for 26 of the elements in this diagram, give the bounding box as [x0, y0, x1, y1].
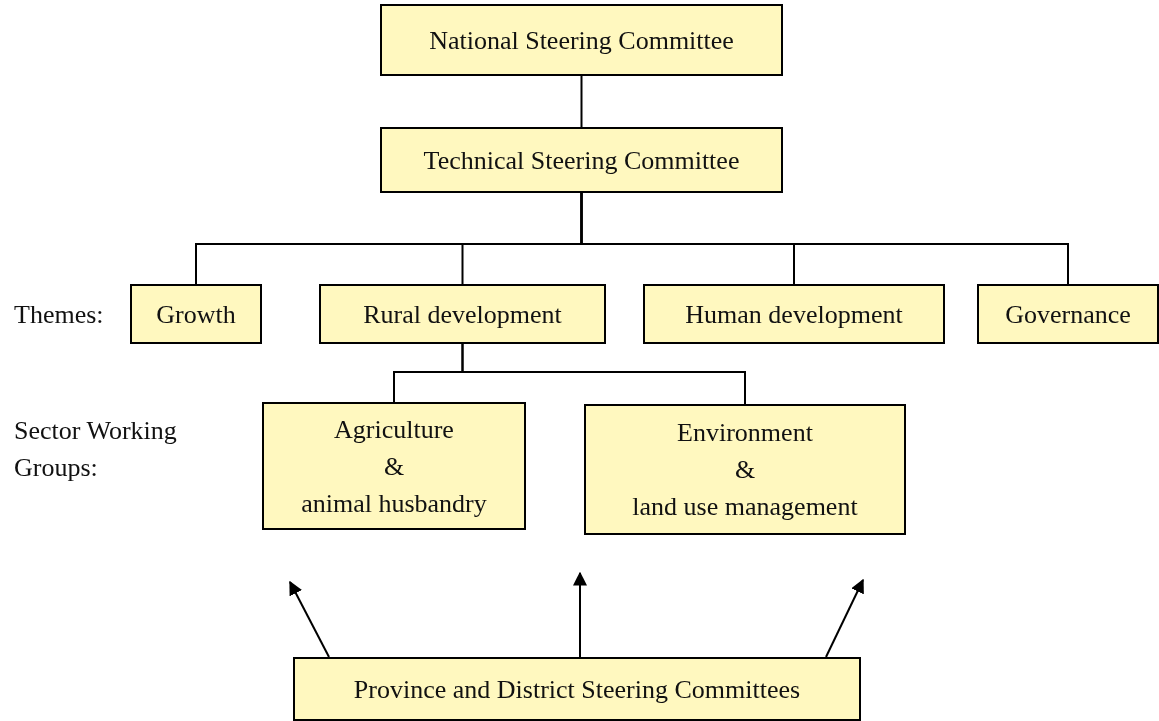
node-box	[380, 127, 783, 193]
node-box	[584, 404, 906, 535]
node-box	[643, 284, 945, 344]
row-label: Themes:	[14, 299, 105, 331]
arrow	[573, 571, 587, 658]
connector-line	[580, 75, 583, 128]
node-label: Growth	[156, 298, 236, 331]
node-label: Environment & land use management	[632, 417, 858, 523]
arrow	[289, 580, 330, 658]
row-label: Sector Working Groups:	[14, 415, 178, 484]
node-box	[977, 284, 1159, 344]
node-label: Province and District Steering Committees	[353, 673, 801, 706]
node-label: Agriculture & animal husbandry	[301, 413, 487, 520]
node-box	[380, 4, 783, 76]
connector-line	[461, 343, 746, 405]
node-box	[130, 284, 262, 344]
node-label: Governance	[1005, 298, 1131, 331]
arrow	[825, 578, 864, 658]
connector-line	[580, 192, 1069, 285]
node-box	[262, 402, 526, 530]
node-label: Human development	[685, 298, 903, 331]
node-box	[319, 284, 606, 344]
node-label: Technical Steering Committee	[423, 144, 740, 177]
node-label: National Steering Committee	[429, 24, 734, 57]
node-box	[293, 657, 861, 721]
node-label: Rural development	[363, 298, 562, 331]
